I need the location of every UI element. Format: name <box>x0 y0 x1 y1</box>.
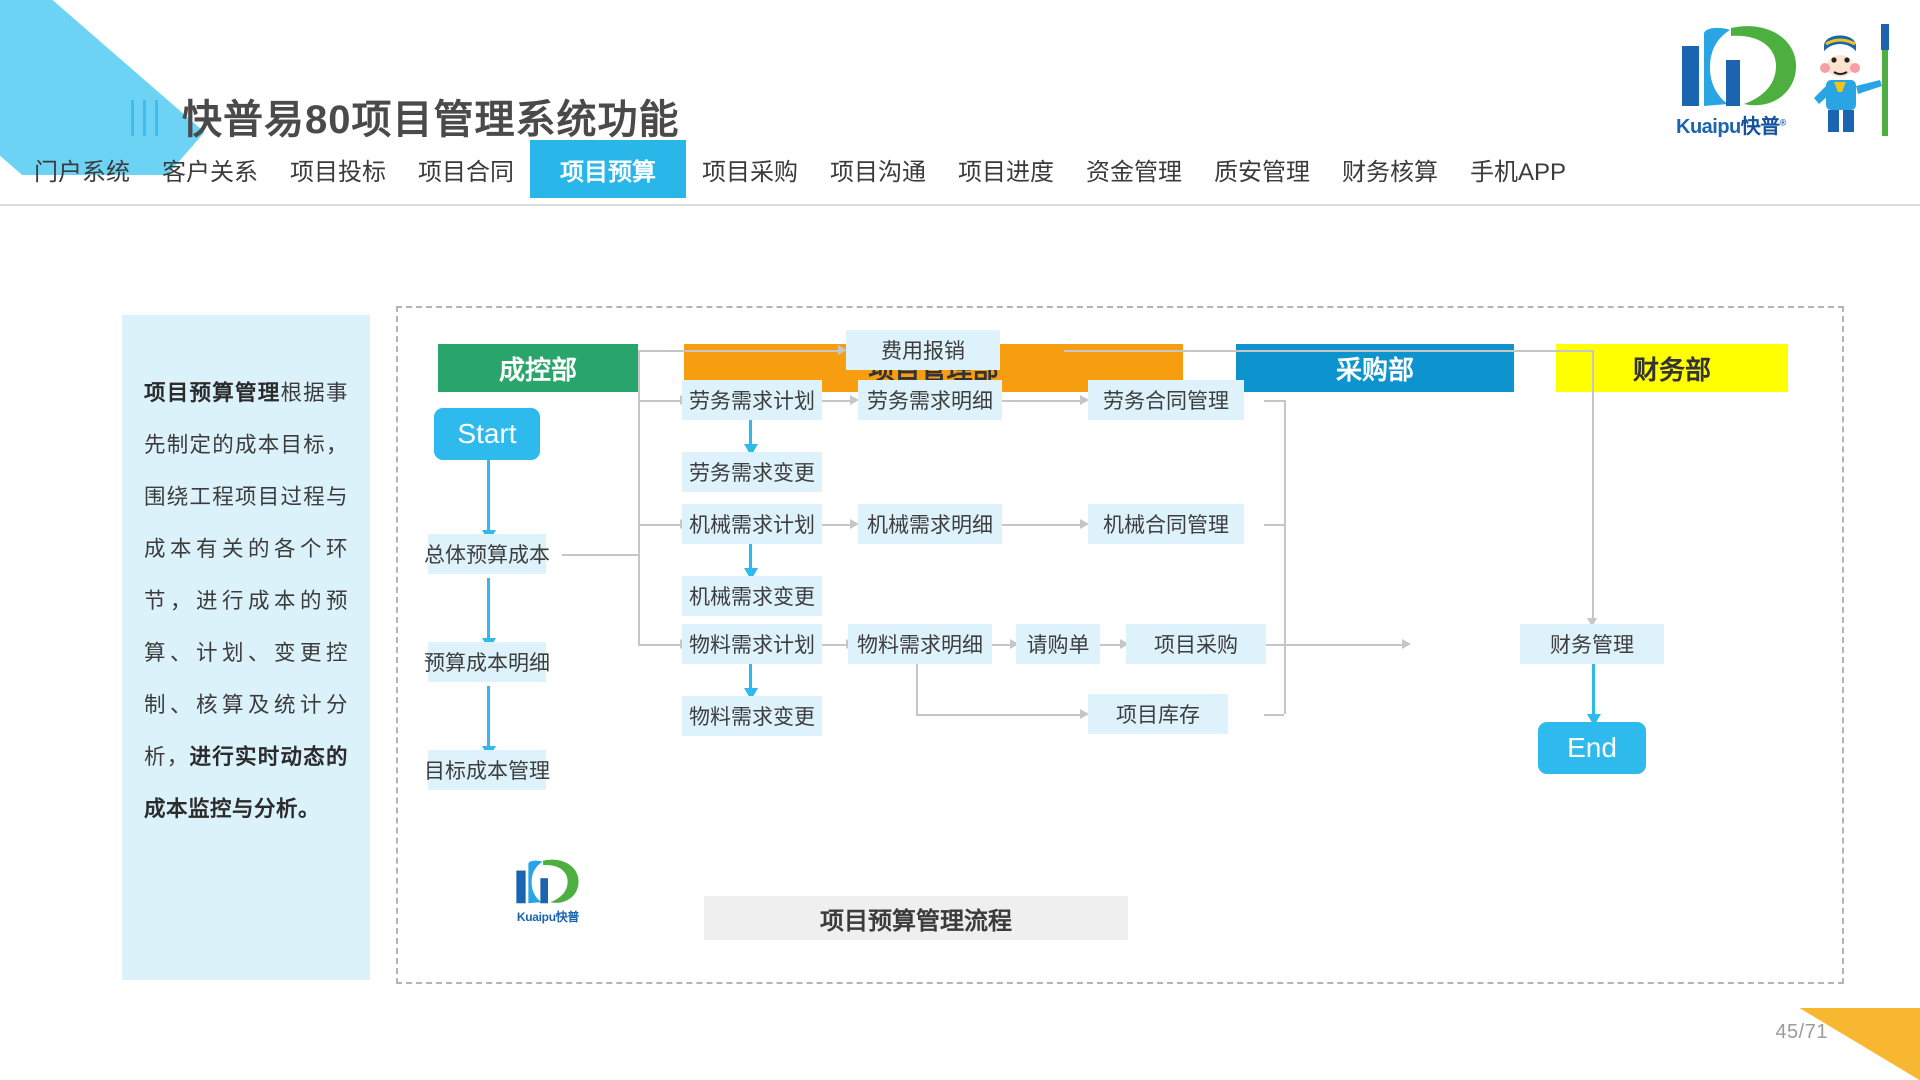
node-material-demand-plan[interactable]: 物料需求计划 <box>682 624 822 664</box>
node-start[interactable]: Start <box>434 408 540 460</box>
node-project-procurement[interactable]: 项目采购 <box>1126 624 1266 664</box>
watermark-cn: 快普 <box>555 910 580 924</box>
nav-item-jindu[interactable]: 项目进度 <box>958 158 1054 186</box>
bottom-right-decoration <box>1800 1008 1920 1080</box>
kp-logo-icon <box>1674 24 1806 115</box>
description-lead: 项目预算管理 <box>144 381 281 405</box>
node-machine-contract-mgmt[interactable]: 机械合同管理 <box>1088 504 1244 544</box>
node-labor-contract-mgmt[interactable]: 劳务合同管理 <box>1088 380 1244 420</box>
section-nav[interactable]: 门户系统 客户关系 项目投标 项目合同 项目预算 项目采购 项目沟通 项目进度 … <box>0 140 1920 198</box>
node-machine-demand-change[interactable]: 机械需求变更 <box>682 576 822 616</box>
node-finance-mgmt[interactable]: 财务管理 <box>1520 624 1664 664</box>
node-target-cost-mgmt[interactable]: 目标成本管理 <box>424 750 550 790</box>
node-expense-reimbursement[interactable]: 费用报销 <box>846 330 1000 370</box>
page-title: 快普易80项目管理系统功能 <box>182 98 680 142</box>
watermark-logo: Kuaipu快普 <box>490 858 606 925</box>
nav-divider <box>0 204 1920 206</box>
nav-item-toubiao[interactable]: 项目投标 <box>290 158 386 186</box>
description-panel: 项目预算管理根据事先制定的成本目标，围绕工程项目过程与成本有关的各个环节，进行成… <box>122 315 370 980</box>
watermark-latin: Kuaipu <box>516 910 556 924</box>
logo-registered: ® <box>1779 117 1787 128</box>
logo-cn: 快普 <box>1740 116 1781 138</box>
watermark-logo-text: Kuaipu快普 <box>490 908 606 925</box>
nav-item-caiwu[interactable]: 财务核算 <box>1342 158 1438 186</box>
node-labor-demand-plan[interactable]: 劳务需求计划 <box>682 380 822 420</box>
node-purchase-request[interactable]: 请购单 <box>1016 624 1100 664</box>
brand-logo: Kuaipu快普® <box>1662 22 1902 140</box>
nav-item-hetong[interactable]: 项目合同 <box>418 158 514 186</box>
slide-header: 快普易80项目管理系统功能 <box>0 42 1920 142</box>
logo-wordmark: Kuaipu快普® <box>1676 110 1786 139</box>
flow-diagram: 成控部 项目管理部 采购部 财务部 <box>396 306 1844 984</box>
nav-item-app[interactable]: 手机APP <box>1470 158 1567 186</box>
node-machine-demand-plan[interactable]: 机械需求计划 <box>682 504 822 544</box>
description-tail: 进行实时动态的成本监控与分析。 <box>144 745 348 821</box>
mascot-icon <box>1810 22 1902 143</box>
dept-header-chengkong: 成控部 <box>438 344 638 392</box>
logo-latin: Kuaipu <box>1676 116 1741 138</box>
title-bars-icon <box>131 100 158 136</box>
nav-item-caigou[interactable]: 项目采购 <box>702 158 798 186</box>
nav-item-menhu[interactable]: 门户系统 <box>34 158 130 186</box>
nav-item-kehu[interactable]: 客户关系 <box>162 158 258 186</box>
dept-header-caigou: 采购部 <box>1236 344 1514 392</box>
description-body: 根据事先制定的成本目标，围绕工程项目过程与成本有关的各个环节，进行成本的预算、计… <box>144 381 348 769</box>
node-overall-budget-cost[interactable]: 总体预算成本 <box>424 534 550 574</box>
description-text: 项目预算管理根据事先制定的成本目标，围绕工程项目过程与成本有关的各个环节，进行成… <box>144 367 348 835</box>
nav-item-goutong[interactable]: 项目沟通 <box>830 158 926 186</box>
node-project-inventory[interactable]: 项目库存 <box>1088 694 1228 734</box>
node-labor-demand-detail[interactable]: 劳务需求明细 <box>858 380 1002 420</box>
node-machine-demand-detail[interactable]: 机械需求明细 <box>858 504 1002 544</box>
node-material-demand-detail[interactable]: 物料需求明细 <box>848 624 992 664</box>
node-material-demand-change[interactable]: 物料需求变更 <box>682 696 822 736</box>
flow-caption: 项目预算管理流程 <box>704 896 1128 940</box>
dept-header-caiwu: 财务部 <box>1556 344 1788 392</box>
node-labor-demand-change[interactable]: 劳务需求变更 <box>682 452 822 492</box>
node-end[interactable]: End <box>1538 722 1646 774</box>
page-number: 45/71 <box>1775 1021 1828 1043</box>
node-budget-cost-detail[interactable]: 预算成本明细 <box>424 642 550 682</box>
nav-item-yusuan[interactable]: 项目预算 <box>530 140 686 198</box>
nav-item-zijin[interactable]: 资金管理 <box>1086 158 1182 186</box>
nav-item-zhian[interactable]: 质安管理 <box>1214 158 1310 186</box>
